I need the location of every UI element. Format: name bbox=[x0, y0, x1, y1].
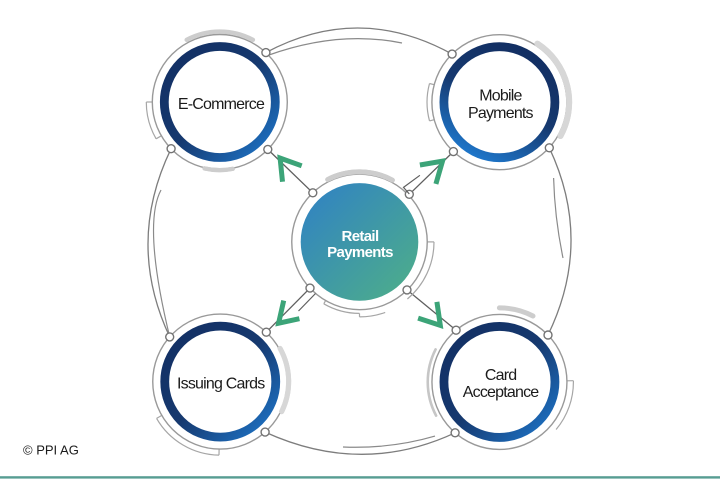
svg-text:Payments: Payments bbox=[327, 244, 393, 261]
svg-text:E-Commerce: E-Commerce bbox=[178, 96, 265, 113]
svg-text:Retail: Retail bbox=[342, 228, 379, 245]
svg-text:Issuing Cards: Issuing Cards bbox=[177, 375, 265, 392]
svg-text:Acceptance: Acceptance bbox=[463, 384, 540, 401]
svg-text:Mobile: Mobile bbox=[479, 88, 522, 105]
svg-text:Payments: Payments bbox=[468, 105, 534, 122]
svg-text:© PPI AG: © PPI AG bbox=[23, 443, 79, 458]
svg-text:Card: Card bbox=[485, 367, 516, 384]
